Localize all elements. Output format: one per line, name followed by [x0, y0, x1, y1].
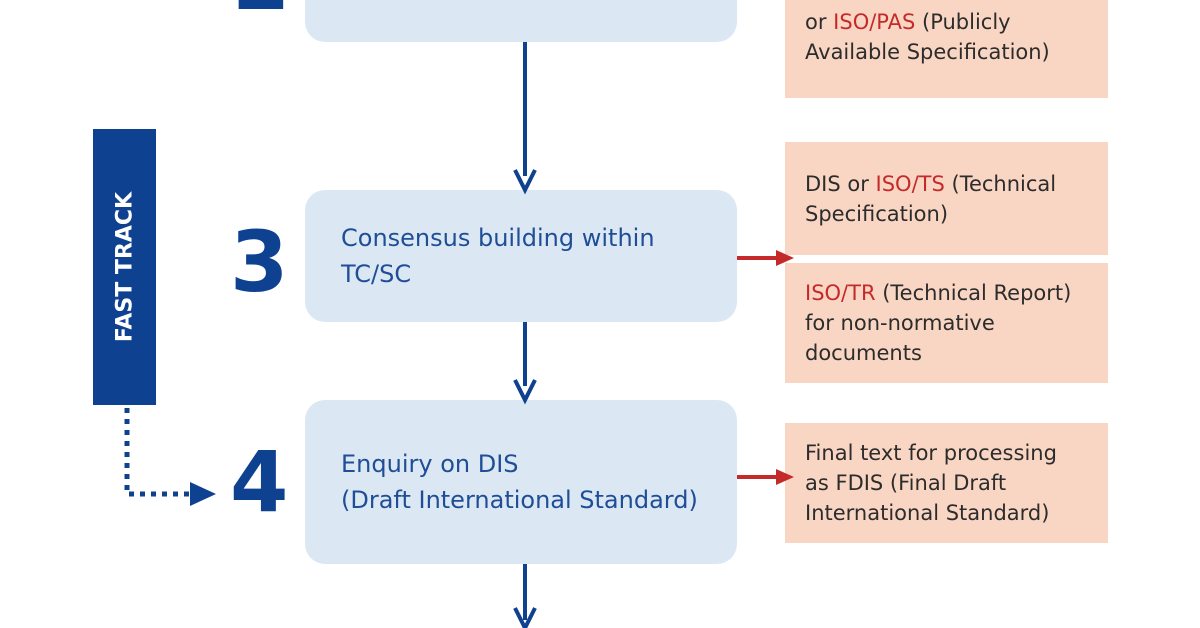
output-box-fdis: Final text for processing as FDIS (Final… — [785, 423, 1108, 543]
step-number-3: 3 — [230, 213, 289, 311]
step-3-line2: TC/SC — [341, 260, 412, 288]
step-box-4: Enquiry on DIS (Draft International Stan… — [305, 400, 737, 564]
arrow-step2-to-step3 — [513, 42, 537, 195]
output-box-tr: ISO/TR (Technical Report) for non-normat… — [785, 263, 1108, 383]
fast-track-bar: FAST TRACK — [93, 129, 156, 405]
arrow-step3-to-step4 — [513, 322, 537, 405]
step-4-line2: (Draft International Standard) — [341, 486, 698, 514]
output-ts-line1: DIS or ISO/TS (Technical — [805, 172, 1057, 196]
step-box-3: Consensus building within TC/SC — [305, 190, 737, 322]
output-box-ts: DIS or ISO/TS (Technical Specification) — [785, 142, 1108, 255]
output-fdis-line1: Final text for processing — [805, 441, 1057, 465]
arrow-step3-to-outputs — [737, 250, 794, 266]
output-fdis-line2: as FDIS (Final Draft — [805, 471, 1007, 495]
output-ts-line2: Specification) — [805, 202, 949, 226]
output-tr-line1: ISO/TR (Technical Report) — [805, 281, 1072, 305]
output-pas-line1: or ISO/PAS (Publicly — [805, 10, 1011, 34]
step-number-4: 4 — [230, 433, 289, 531]
step-3-line1: Consensus building within — [341, 224, 655, 252]
step-4-line1: Enquiry on DIS — [341, 450, 519, 478]
step-box-2 — [305, 0, 737, 42]
fast-track-connector — [124, 408, 216, 506]
step-number-partial-glyph: 2 — [232, 0, 290, 29]
output-tr-line2: for non-normative — [805, 311, 995, 335]
arrow-step4-to-next — [513, 564, 537, 628]
output-tr-line3: documents — [805, 341, 922, 365]
output-fdis-line3: International Standard) — [805, 501, 1050, 525]
output-pas-line2: Available Specification) — [805, 40, 1050, 64]
output-box-pas: or ISO/PAS (Publicly Available Specifica… — [785, 0, 1108, 98]
step-number-partial: 2 — [232, 0, 290, 22]
arrow-step4-to-fdis — [737, 469, 794, 485]
